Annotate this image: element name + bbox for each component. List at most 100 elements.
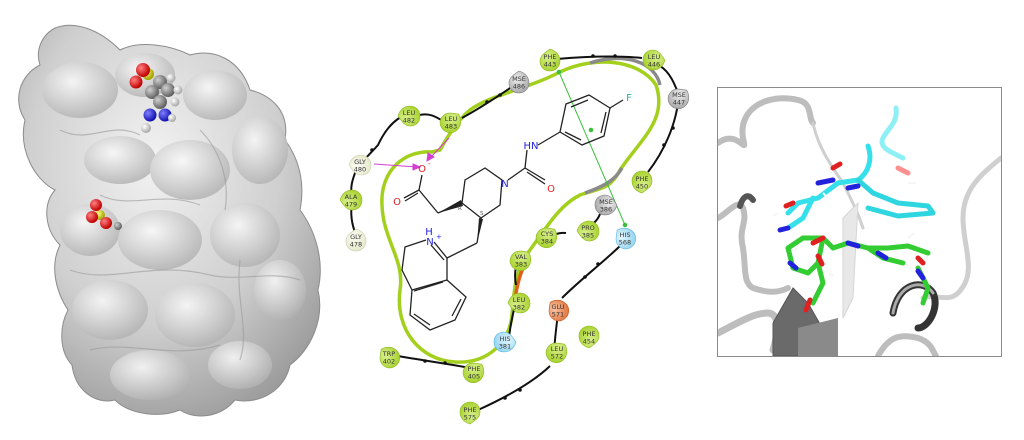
residue-name: PHE: [464, 406, 477, 414]
residue-number: 443: [544, 61, 556, 69]
residue-marker: [535, 227, 558, 248]
residue-name: HIS: [620, 231, 631, 239]
ligand-spacefill-side: [86, 199, 122, 230]
atom-f: F: [626, 93, 632, 104]
residue-name: MSE: [599, 198, 613, 206]
residue-marker: [667, 88, 690, 109]
ligand-pose-cyan: [777, 105, 936, 233]
residue-marker: [578, 325, 600, 349]
stereo-label-s: S: [480, 211, 484, 217]
residue-number: 486: [513, 83, 525, 91]
residue-number: 382: [513, 304, 525, 312]
residue-marker: [615, 227, 636, 250]
hbond-arrows: [373, 137, 450, 171]
wedge-bond: [438, 200, 463, 213]
residue-number: 386: [600, 206, 612, 214]
residue-name: CYS: [541, 230, 554, 238]
pose-overlay-panel: [717, 87, 1002, 357]
residue-number: 450: [636, 183, 648, 191]
residue-number: 402: [383, 358, 395, 366]
residue-marker: [462, 362, 485, 383]
residue-number: 572: [551, 353, 563, 361]
hydrogens: [772, 182, 916, 277]
residue-marker: [379, 346, 400, 369]
residue-number: 405: [468, 373, 480, 381]
backbone-dots: [370, 54, 675, 400]
atom-o-minus: O: [418, 164, 426, 175]
protein-surface-image: [18, 24, 321, 417]
residue-name: GLY: [350, 233, 362, 241]
residue-name: LEU: [403, 109, 416, 117]
residue-name: LEU: [551, 345, 564, 353]
atom-o-urea: O: [547, 184, 555, 195]
wedge-bond: [477, 218, 483, 243]
residue-marker: [345, 228, 367, 252]
residue-marker: [509, 250, 532, 271]
residue-name: PRO: [581, 224, 595, 232]
protein-surface-panel: [0, 20, 340, 420]
ligand-spacefill-top: [129, 63, 183, 133]
pocket-outline-gray-segment: [589, 56, 662, 86]
residue-number: 480: [354, 166, 366, 174]
residue-marker: [348, 154, 372, 176]
atom-charge-minus: -: [428, 160, 431, 168]
protein-cartoon: [718, 95, 1001, 356]
residue-number: 478: [350, 241, 362, 249]
residue-name: GLU: [551, 303, 564, 311]
residue-name: GLY: [354, 158, 366, 166]
residue-number: 383: [515, 261, 527, 269]
atom-n-plus: N: [426, 237, 433, 248]
residue-marker: [539, 48, 561, 72]
residue-name: PHE: [468, 365, 481, 373]
atom-n-piperidine: N: [501, 179, 508, 190]
residue-name: TRP: [382, 350, 395, 358]
residue-marker: [507, 292, 531, 314]
residue-name: LEU: [648, 53, 661, 61]
residue-name: PHE: [583, 330, 596, 338]
residue-name: PHE: [544, 53, 557, 61]
ligand-pose-green: [785, 235, 931, 313]
residue-name: PHE: [636, 175, 649, 183]
pi-stacking-lines: [556, 69, 628, 228]
pocket-outline: [380, 60, 661, 364]
residue-marker: [439, 112, 462, 133]
residue-name: ALA: [345, 193, 358, 201]
residue-number: 571: [552, 311, 564, 319]
residue-number: 385: [582, 232, 594, 240]
residue-number: 384: [541, 238, 553, 246]
residue-number: 381: [499, 343, 511, 351]
residue-name: LEU: [513, 296, 526, 304]
residue-marker: [493, 331, 517, 353]
atom-nh: HN: [524, 141, 539, 152]
residue-name: MSE: [512, 75, 526, 83]
pose-overlay-image: [718, 95, 1001, 356]
residue-marker: [397, 105, 421, 127]
residue-number: 446: [648, 61, 660, 69]
residue-marker: [459, 401, 481, 425]
residue-marker: [508, 70, 530, 94]
residue-number: 454: [583, 338, 595, 346]
residue-number: 447: [673, 99, 685, 107]
residue-number: 482: [403, 117, 415, 125]
pocket-outline-gray-segment-2: [584, 167, 624, 195]
atom-o-carbonyl: O: [393, 197, 401, 208]
residue-name: HIS: [500, 335, 511, 343]
residue-marker: [642, 49, 666, 71]
